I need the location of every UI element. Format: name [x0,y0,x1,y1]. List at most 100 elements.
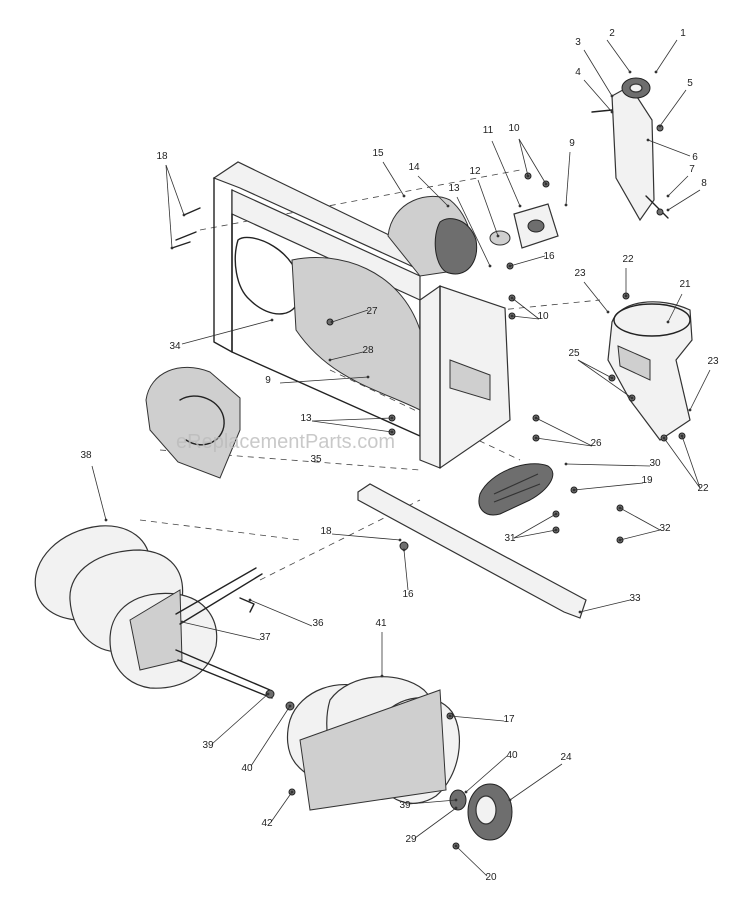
leader-line [659,89,687,127]
leader-line [382,161,405,197]
leader-arrowhead [104,518,108,522]
leader-arrowhead [454,806,458,810]
leader-arrowhead [554,528,558,532]
leader-line [331,533,401,541]
callout-number-7: 7 [689,164,695,175]
skid-shoe-30 [478,463,554,516]
leader-line [573,482,644,491]
leader-arrowhead [270,318,274,322]
leader-arrowhead [564,462,568,466]
callout-number-16: 16 [543,251,555,262]
callout-number-2: 2 [609,28,615,39]
leader-line [583,79,613,113]
leader-arrowhead [624,294,628,298]
callout-number-8: 8 [701,178,707,189]
idler-bracket-3 [611,77,669,222]
callout-number-35: 35 [310,454,322,465]
leader-line [509,763,563,801]
callout-number-13: 13 [448,183,460,194]
leader-line [647,139,691,157]
callout-number-22: 22 [622,254,634,265]
leader-arrowhead [510,296,514,300]
callout-number-41: 41 [375,618,387,629]
watermark-text: eReplacementParts.com [176,431,395,453]
leader-arrowhead [508,264,512,268]
leader-line [667,175,689,197]
callout-number-22: 22 [697,483,709,494]
leader-line [518,138,547,185]
bearing-plate [489,203,559,249]
leader-line [408,799,457,805]
callout-number-40: 40 [506,750,518,761]
leader-arrowhead [464,790,468,794]
leader-arrowhead [534,436,538,440]
leader-arrowhead [680,434,684,438]
callout-number-10: 10 [508,123,520,134]
callout-number-32: 32 [659,523,671,534]
leader-arrowhead [646,138,650,142]
leader-arrowhead [666,194,670,198]
leader-line [181,621,261,641]
callout-number-15: 15 [372,148,384,159]
leader-arrowhead [688,408,692,412]
leader-line [535,437,593,447]
leader-arrowhead [610,110,614,114]
auger-left-38 [34,525,218,689]
callout-number-1: 1 [680,28,686,39]
leader-line [165,164,185,216]
leader-arrowhead [658,124,662,128]
leader-line [329,351,364,361]
leader-arrowhead [508,798,512,802]
leader-line [655,39,678,73]
leader-line [250,705,291,767]
callout-number-4: 4 [575,67,581,78]
leader-line [663,437,701,489]
leader-arrowhead [454,844,458,848]
leader-line [456,196,491,267]
leader-line [511,315,540,320]
leader-line [417,175,449,207]
leader-line [577,359,633,399]
leader-line [414,807,457,839]
leader-line [311,417,393,422]
leader-line [331,309,369,323]
callout-number-42: 42 [261,818,273,829]
leader-line [91,465,107,521]
leader-arrowhead [290,790,294,794]
leader-arrowhead [330,320,334,324]
leader-line [667,293,683,323]
callout-number-9: 9 [265,375,271,386]
auger-shaft [175,567,273,699]
leader-line [535,417,593,447]
leader-arrowhead [510,314,514,318]
callout-number-39: 39 [202,740,214,751]
leader-arrowhead [402,548,406,552]
leader-line [583,49,613,97]
leader-arrowhead [488,264,492,268]
leader-line [513,513,557,539]
callout-number-28: 28 [362,345,374,356]
callout-number-25: 25 [568,348,580,359]
leader-arrowhead [328,358,332,362]
auger-housing [212,161,511,469]
leader-arrowhead [662,436,666,440]
leader-arrowhead [544,182,548,186]
leader-arrowhead [666,320,670,324]
leader-line [279,376,369,384]
callout-number-9: 9 [569,138,575,149]
leader-arrowhead [534,416,538,420]
leader-arrowhead [610,94,614,98]
leader-arrowhead [248,598,252,602]
callout-number-29: 29 [405,834,417,845]
leader-line [249,599,313,627]
callout-number-38: 38 [80,450,92,461]
leader-arrowhead [266,692,270,696]
leader-line [619,507,661,531]
leader-arrowhead [180,620,184,624]
leader-arrowhead [572,488,576,492]
leader-line [579,599,631,613]
leader-arrowhead [526,174,530,178]
leader-arrowhead [618,506,622,510]
